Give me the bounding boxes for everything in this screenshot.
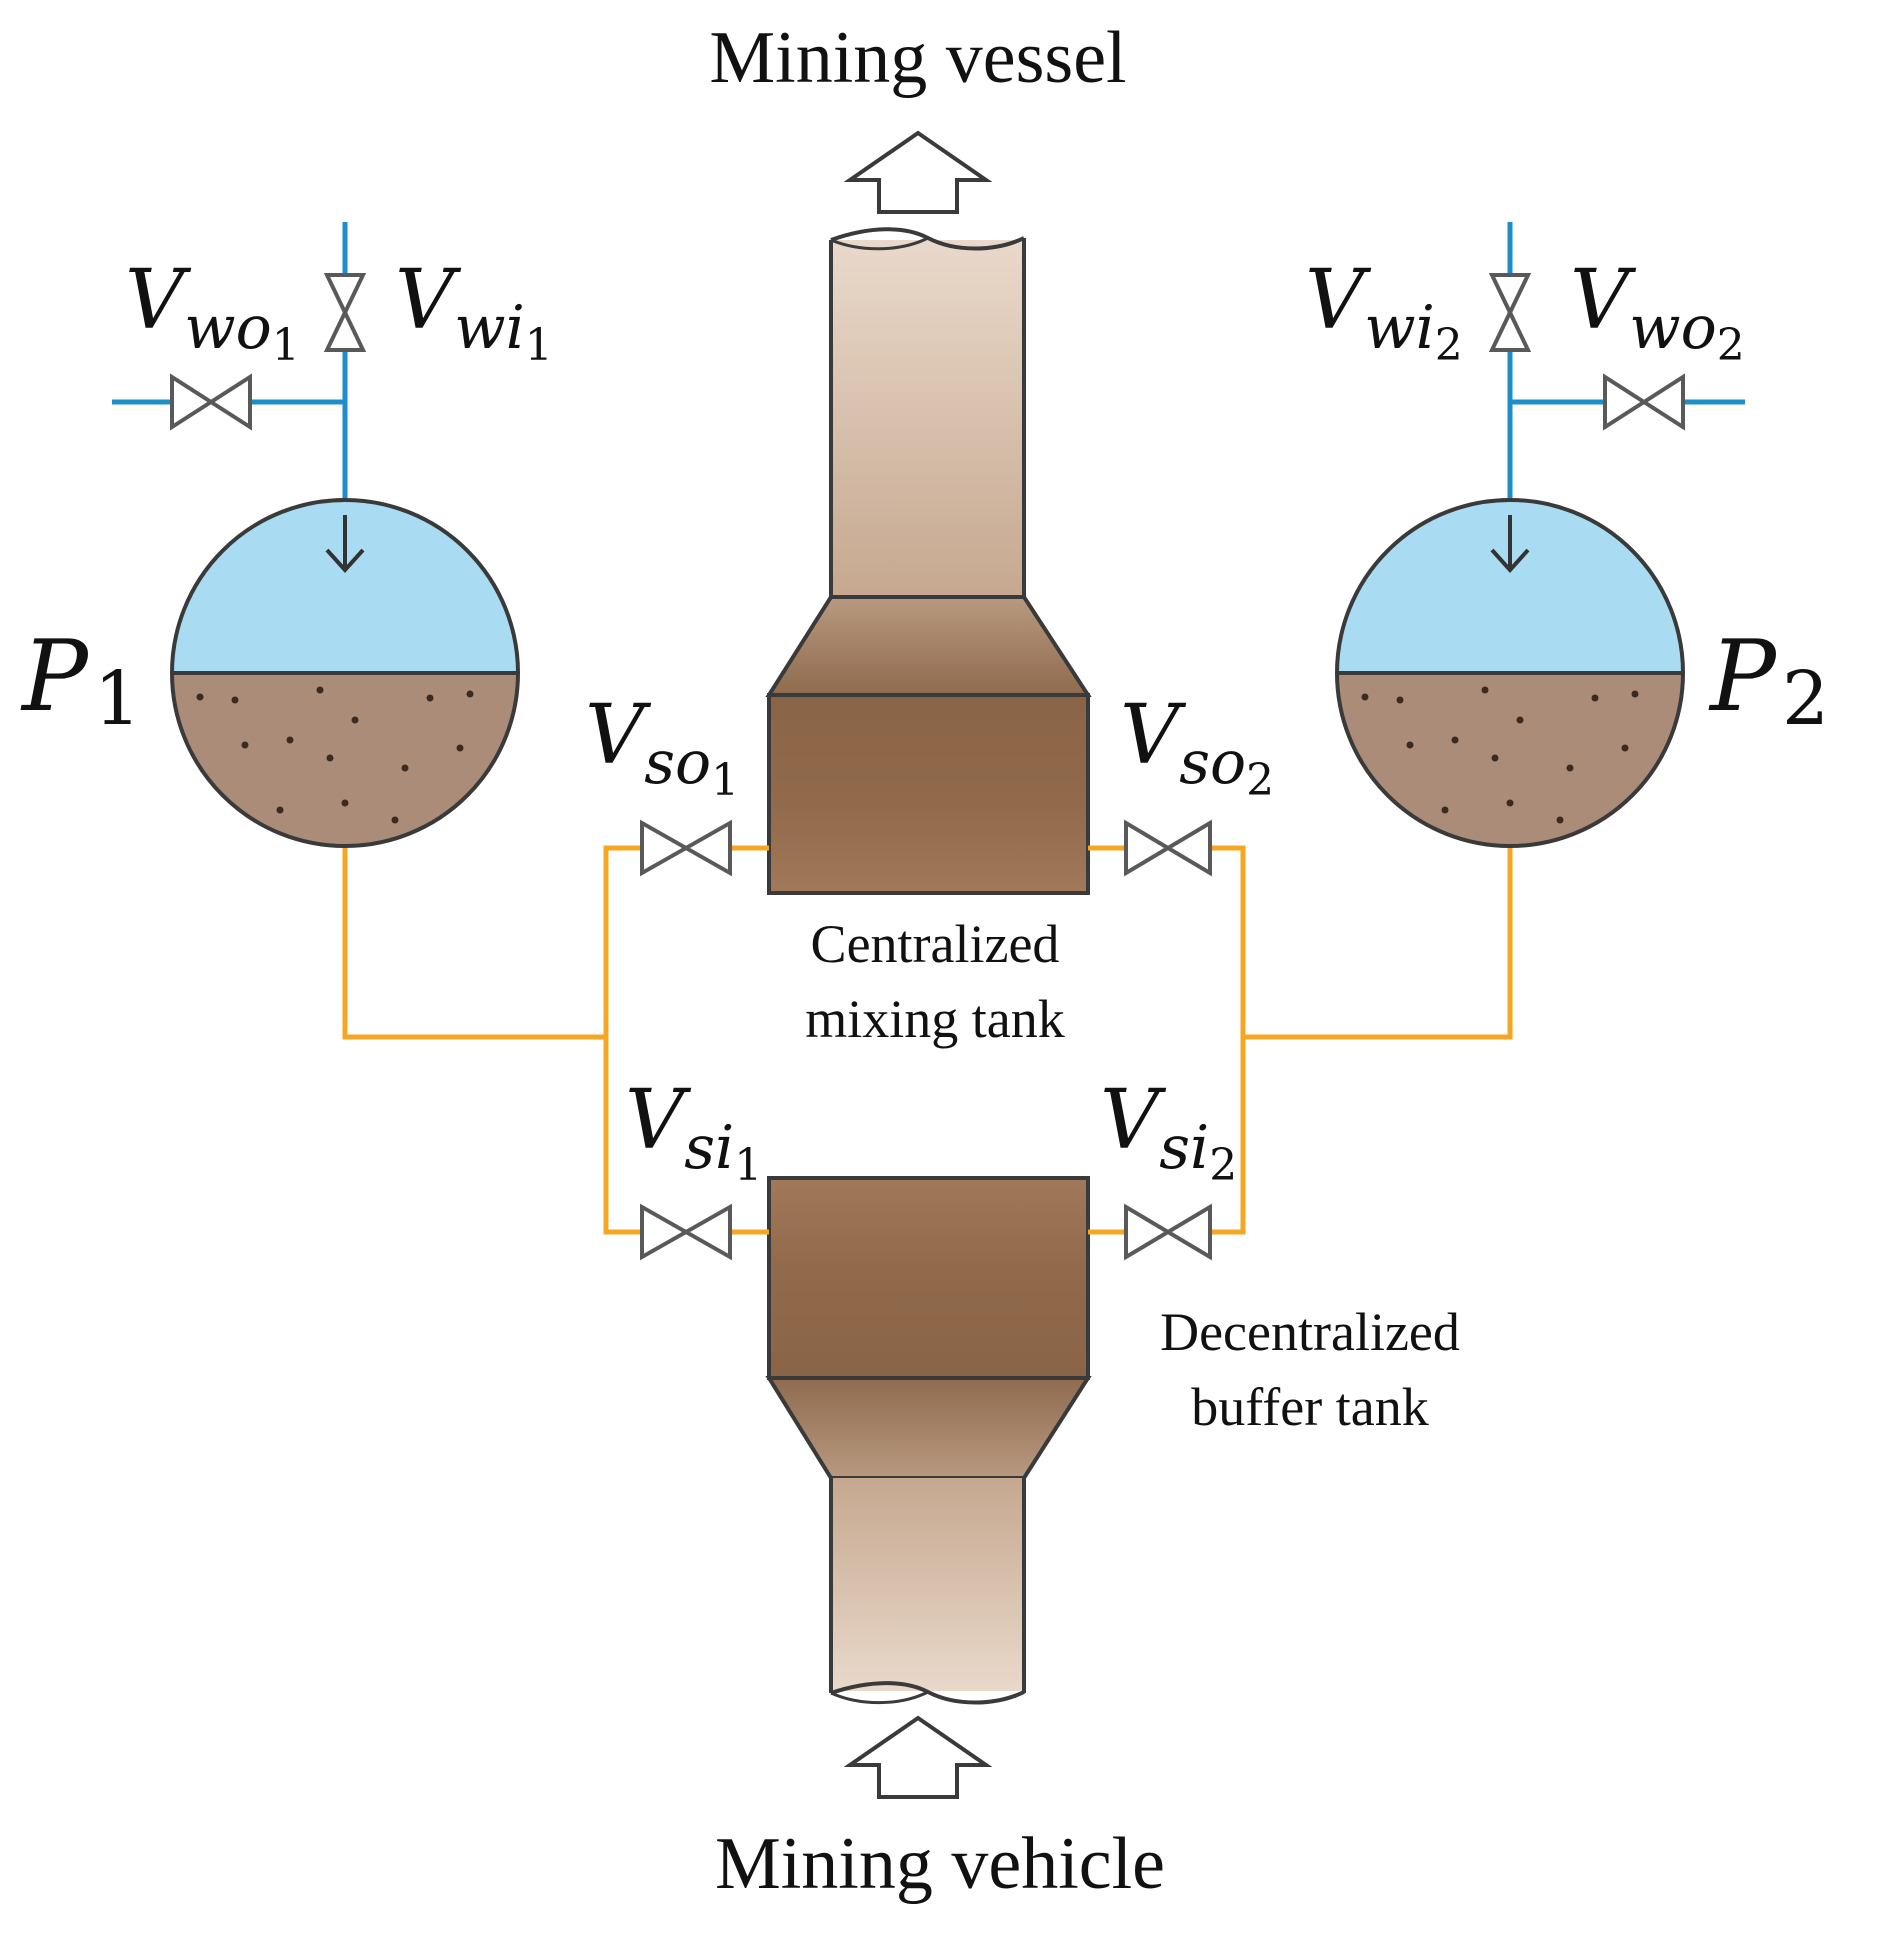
- up-arrow-icon: [843, 130, 993, 214]
- mining-vessel-label: Mining vessel: [709, 17, 1126, 99]
- sediment-particles: [1361, 686, 1639, 824]
- valve-wo2-icon: [1603, 373, 1685, 431]
- centralized-mixing-tank: [765, 595, 1092, 895]
- p1-label: P1: [20, 620, 141, 742]
- vwi1-label: Vwi1: [395, 253, 553, 371]
- valve-si1-icon: [640, 1203, 732, 1261]
- vsi1-label: Vsi1: [625, 1073, 762, 1191]
- vsi2-label: Vsi2: [1100, 1073, 1237, 1191]
- valve-si2-icon: [1124, 1203, 1212, 1261]
- up-arrow-icon: [843, 1715, 993, 1799]
- riser-pipe-upper: [829, 227, 1026, 597]
- down-arrow-icon: [1490, 515, 1530, 573]
- valve-wi2-icon: [1488, 273, 1532, 352]
- centralized-tank-label-line1: Centralized: [811, 914, 1060, 974]
- centralized-tank-label-line2: mixing tank: [805, 989, 1064, 1049]
- slurry-piping: [342, 845, 1513, 1235]
- valve-so1-icon: [640, 819, 732, 877]
- buffer-tank-label-line2: buffer tank: [1191, 1377, 1428, 1437]
- buffer-tank-label-line1: Decentralized: [1160, 1302, 1460, 1362]
- mining-vehicle-label: Mining vehicle: [715, 1823, 1165, 1905]
- pressure-chamber-p2: [1335, 498, 1685, 848]
- vso2-label: Vso2: [1120, 688, 1274, 806]
- valve-wo1-icon: [170, 373, 252, 431]
- sediment-particles: [196, 686, 474, 824]
- valve-wi1-icon: [323, 273, 367, 352]
- p2-label: P2: [1708, 620, 1829, 742]
- valve-so2-icon: [1124, 819, 1212, 877]
- vwo1-label: Vwo1: [125, 253, 300, 371]
- decentralized-buffer-tank: [765, 1176, 1092, 1480]
- pressure-chamber-p1: [170, 498, 520, 848]
- down-arrow-icon: [325, 515, 365, 573]
- vwo2-label: Vwo2: [1570, 253, 1745, 371]
- riser-pipe-lower: [829, 1478, 1026, 1705]
- vso1-label: Vso1: [585, 688, 739, 806]
- vwi2-label: Vwi2: [1305, 253, 1463, 371]
